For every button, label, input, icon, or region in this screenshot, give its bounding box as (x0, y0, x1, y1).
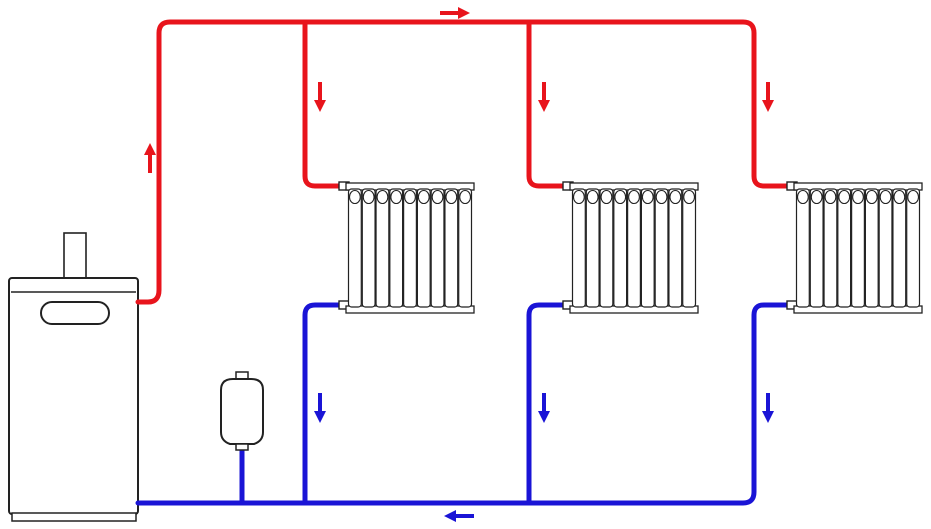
radiator-section (389, 188, 404, 308)
flow-arrow-supply-down (314, 82, 326, 112)
return-main-pipe (135, 302, 790, 506)
radiator-section (403, 188, 417, 308)
radiator-section (668, 188, 683, 308)
radiator-section-head (865, 189, 878, 205)
radiator-section-head (600, 189, 613, 205)
flow-arrow-return-left (444, 510, 474, 522)
radiator-section (347, 188, 362, 308)
radiator-3 (786, 181, 923, 314)
radiator-section (809, 188, 824, 308)
flow-arrow-supply-down (762, 82, 774, 112)
expansion-tank (220, 371, 264, 451)
radiator-section (864, 188, 879, 308)
radiator-section (682, 188, 697, 308)
radiator-section (613, 188, 628, 308)
tank-body (220, 378, 264, 445)
radiator-section (654, 188, 669, 308)
radiator-section-head (390, 189, 403, 205)
radiator-2 (562, 181, 699, 314)
radiator-section (416, 188, 431, 308)
radiator-section-head (614, 189, 627, 205)
return-riser-2 (526, 302, 567, 506)
radiator-section-head (879, 189, 892, 205)
radiator-section (430, 188, 445, 308)
radiator-section-head (838, 189, 851, 205)
radiator-section (585, 188, 600, 308)
radiator-section-head (404, 189, 416, 205)
radiator-section (571, 188, 586, 308)
flow-arrow-return-down (538, 393, 550, 423)
radiator-section (627, 188, 641, 308)
radiator-section (837, 188, 852, 308)
radiator-section (640, 188, 655, 308)
radiator-section-head (810, 189, 823, 205)
radiator-section (878, 188, 893, 308)
radiator-section-head (852, 189, 864, 205)
supply-pipes (135, 19, 790, 305)
boiler-base (11, 512, 137, 522)
supply-main-pipe (135, 19, 790, 305)
supply-riser-1 (302, 19, 343, 189)
radiator-section-head (796, 189, 809, 205)
tank-bottom-fitting (235, 443, 249, 451)
radiator-section-head (362, 189, 375, 205)
radiator-section-head (641, 189, 654, 205)
radiator-section-head (628, 189, 640, 205)
radiator-section (599, 188, 614, 308)
radiator-section-head (431, 189, 444, 205)
boiler-display-window (40, 301, 110, 325)
radiator-section-head (376, 189, 389, 205)
return-riser-1 (302, 302, 343, 506)
radiator-section (906, 188, 921, 308)
radiator-section-head (572, 189, 585, 205)
radiator-section-head (893, 189, 906, 205)
radiator-section-head (669, 189, 682, 205)
flow-arrow-supply-up (144, 143, 156, 173)
radiator-1 (338, 181, 475, 314)
flow-arrow-return-down (762, 393, 774, 423)
return-pipes (135, 302, 790, 506)
radiator-section (795, 188, 810, 308)
radiator-section-head (907, 189, 920, 205)
boiler (8, 232, 139, 522)
radiator-section (444, 188, 459, 308)
radiator-section (823, 188, 838, 308)
radiator-section (361, 188, 376, 308)
radiator-section (851, 188, 865, 308)
radiator-section-head (655, 189, 668, 205)
flow-arrow-return-down (314, 393, 326, 423)
radiator-section-head (348, 189, 361, 205)
radiator-section (375, 188, 390, 308)
flow-arrow-supply-right (440, 7, 470, 19)
radiator-section-head (586, 189, 599, 205)
radiator-section-head (824, 189, 837, 205)
radiator-section-head (683, 189, 696, 205)
radiator-section-head (459, 189, 472, 205)
radiator-section (458, 188, 473, 308)
radiator-section-head (445, 189, 458, 205)
radiator-section-head (417, 189, 430, 205)
flow-arrow-supply-down (538, 82, 550, 112)
boiler-chimney (63, 232, 87, 280)
radiator-section (892, 188, 907, 308)
supply-riser-2 (526, 19, 567, 189)
